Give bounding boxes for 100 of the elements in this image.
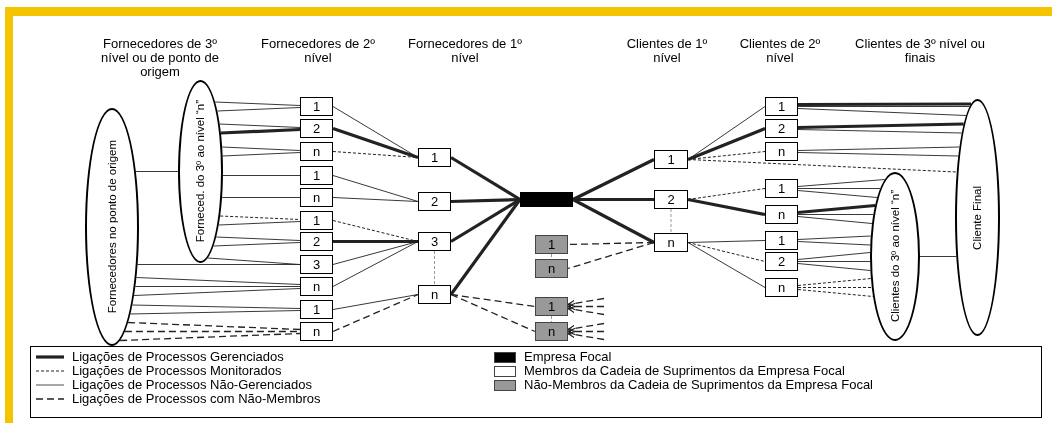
- connector-line: [216, 107, 301, 112]
- connector-line: [450, 293, 536, 333]
- connector-line: [332, 175, 419, 202]
- member-box: 3: [418, 232, 451, 251]
- member-box: 2: [300, 119, 333, 138]
- connector-line: [332, 241, 419, 287]
- connector-line: [213, 242, 301, 247]
- member-box: n: [300, 277, 333, 296]
- connector-line: [222, 152, 301, 157]
- column-heading: Clientes de 3º nível ou finais: [854, 37, 986, 65]
- connector-line: [797, 129, 963, 134]
- member-box: 1: [418, 148, 451, 167]
- connector-line: [797, 179, 886, 187]
- connector-line: [219, 215, 301, 220]
- connector-line: [797, 152, 959, 157]
- connector-line: [332, 294, 419, 310]
- connector-line: [332, 197, 419, 202]
- connector-line: [127, 321, 301, 331]
- member-box: n: [300, 188, 333, 207]
- member-box: 1: [765, 97, 798, 116]
- member-box: 1: [300, 97, 333, 116]
- legend-label: Membros da Cadeia de Suprimentos da Empresa Focal: [524, 364, 845, 378]
- member-box: n: [418, 285, 451, 304]
- member-box: 2: [765, 119, 798, 138]
- connector-line: [214, 101, 301, 106]
- member-box: 1: [300, 166, 333, 185]
- connector-line: [797, 122, 964, 130]
- column-heading: Fornecedores de 3º nível ou de ponto de origem: [100, 37, 220, 79]
- connector-line: [135, 171, 179, 172]
- member-box: 2: [418, 192, 451, 211]
- connector-line: [687, 127, 766, 161]
- member-box: 3: [300, 255, 333, 274]
- connector-line: [797, 278, 872, 286]
- connector-line: [219, 123, 301, 128]
- arrow: [567, 322, 605, 332]
- connector-line: [572, 198, 655, 244]
- connector-line: [797, 188, 881, 189]
- connector-line: [136, 277, 301, 285]
- connector-line: [129, 310, 301, 315]
- connector-line: [221, 146, 301, 151]
- connector-line: [687, 242, 766, 288]
- connector-line: [797, 261, 871, 262]
- member-box: 1: [300, 300, 333, 319]
- arrow: [567, 302, 605, 311]
- connector-line: [797, 146, 960, 151]
- connector-line: [450, 293, 536, 308]
- member-box: n: [765, 205, 798, 224]
- connector-line: [434, 250, 435, 286]
- connector-line: [797, 263, 871, 271]
- ellipse-label: Cliente Final: [971, 185, 984, 250]
- connector-line: [332, 293, 419, 333]
- column-heading: Fornecedores de 1º nível: [407, 37, 523, 65]
- legend-label: Ligações de Processos Não-Gerenciados: [72, 378, 312, 392]
- member-box: n: [765, 278, 798, 297]
- connector-line: [797, 190, 878, 198]
- ellipse-label: Fornecedores no ponto de origem: [105, 140, 119, 314]
- member-box: n: [654, 233, 688, 252]
- legend-label: Empresa Focal: [524, 350, 612, 364]
- ellipse-node: [870, 172, 920, 341]
- non-member-box: n: [535, 322, 568, 341]
- connector-line: [449, 198, 522, 296]
- connector-line: [333, 239, 418, 244]
- connector-line: [670, 208, 672, 234]
- connector-line: [687, 159, 958, 173]
- connector-line: [919, 256, 957, 257]
- connector-line: [797, 203, 876, 215]
- non-member-box: 1: [535, 235, 568, 254]
- legend-label: Ligações de Processos Monitorados: [72, 364, 282, 378]
- connector-line: [450, 197, 521, 204]
- connector-line: [567, 241, 655, 270]
- connector-line: [567, 241, 655, 246]
- column-heading: Clientes de 2º nível: [738, 37, 822, 65]
- member-box: n: [300, 142, 333, 161]
- member-box: 1: [765, 231, 798, 250]
- connector-line: [797, 235, 872, 240]
- connector-line: [797, 216, 873, 224]
- arrow: [567, 331, 605, 341]
- member-box: 1: [300, 211, 333, 230]
- connector-line: [797, 287, 873, 288]
- connector-line: [133, 288, 301, 296]
- connector-line: [797, 106, 971, 107]
- arrow: [567, 297, 605, 307]
- non-member-box: n: [535, 259, 568, 278]
- connector-line: [222, 175, 301, 176]
- connector-line: [572, 158, 655, 201]
- connector-line: [220, 127, 301, 135]
- legend-label: Ligações de Processos Gerenciados: [72, 350, 284, 364]
- member-box: 2: [765, 252, 798, 271]
- column-heading: Fornecedores de 2º nível: [260, 37, 376, 65]
- member-box: n: [300, 322, 333, 341]
- connector-line: [551, 253, 552, 260]
- ellipse-node: [178, 80, 223, 263]
- connector-line: [687, 197, 766, 217]
- legend-label: Não-Membros da Cadeia de Suprimentos da Empresa Focal: [524, 378, 873, 392]
- connector-line: [573, 197, 654, 202]
- connector-line: [218, 221, 301, 226]
- connector-line: [131, 304, 301, 309]
- column-heading: Clientes de 1º nível: [625, 37, 709, 65]
- connector-line: [134, 286, 301, 287]
- member-box: 2: [300, 232, 333, 251]
